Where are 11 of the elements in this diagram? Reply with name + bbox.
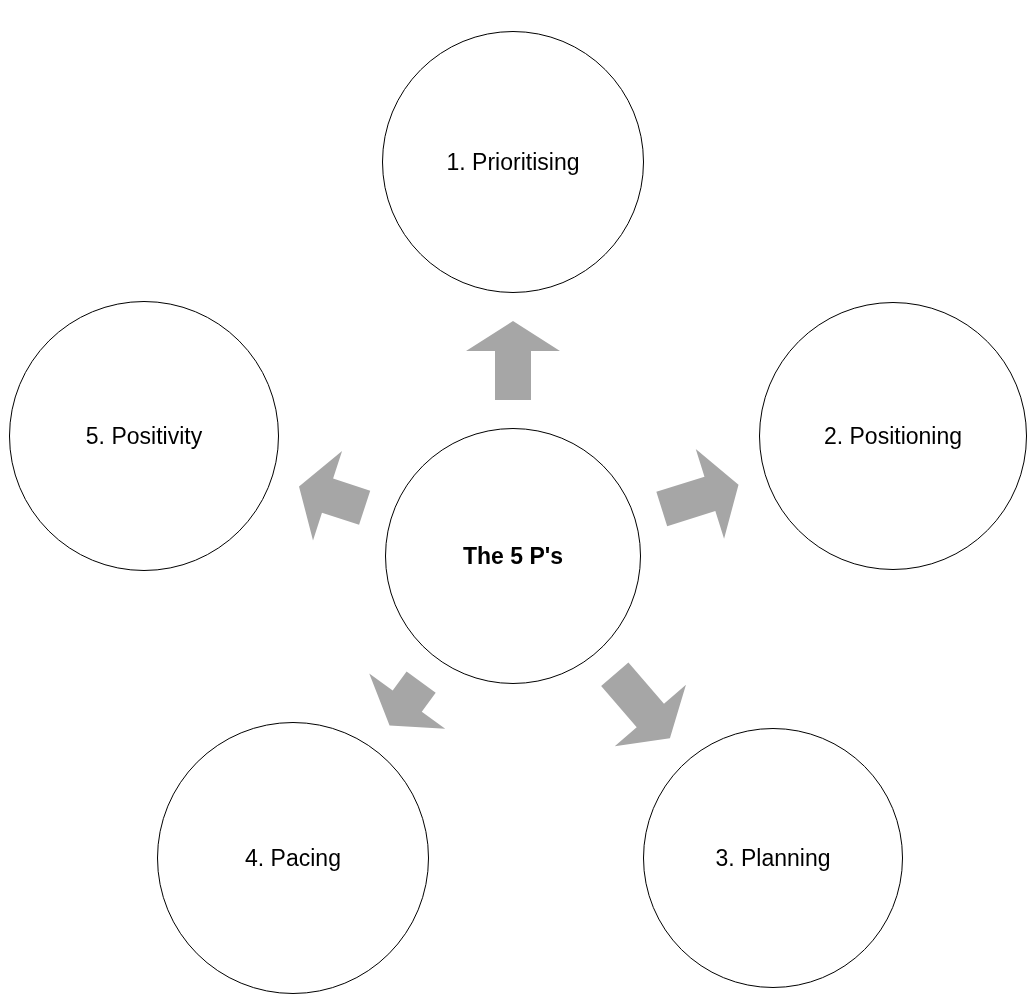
block-arrow [369,671,446,729]
node-label: 5. Positivity [85,422,203,450]
node-label: 3. Planning [715,844,831,872]
block-arrow [466,321,560,400]
node-label: 4. Pacing [245,844,341,872]
node-label: 1. Prioritising [446,148,580,176]
node-label: 2. Positioning [823,422,963,450]
block-arrow [656,449,739,539]
block-arrow [601,662,686,747]
hub-title: The 5 P's [462,542,564,570]
block-arrow [299,451,371,541]
